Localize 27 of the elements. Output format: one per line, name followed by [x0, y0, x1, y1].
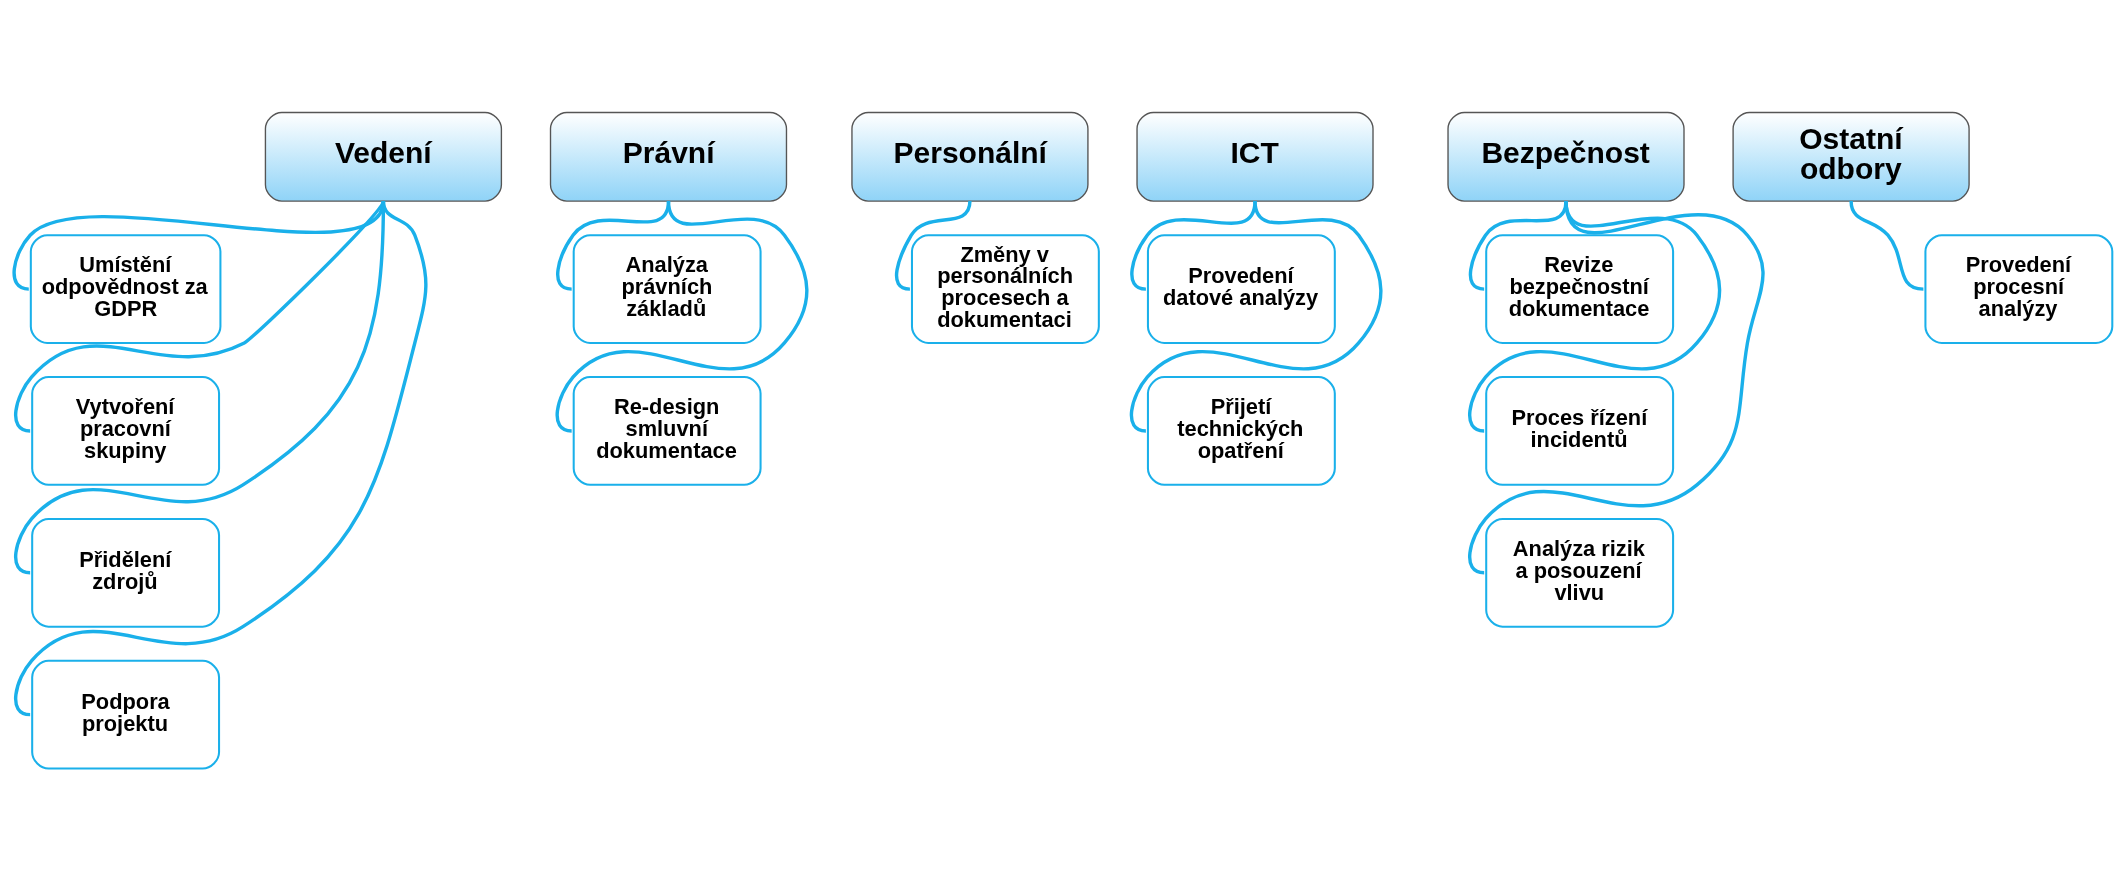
node-box: Přijetí technických opatření: [1146, 376, 1336, 486]
node-box: Revize bezpečnostní dokumentace: [1485, 234, 1675, 344]
node-box: Provedení datové analýzy: [1146, 234, 1336, 344]
node-box: ICT: [1136, 111, 1374, 202]
node-box: Proces řízení incidentů: [1485, 376, 1675, 486]
connector: [1468, 200, 1765, 575]
node-box: Právní: [549, 111, 788, 202]
connector: [894, 200, 972, 291]
node-box: Analýza právních základů: [572, 234, 762, 344]
node-box: Analýza rizik a posouzení vlivu: [1485, 517, 1675, 628]
node-box: Vedení: [264, 111, 503, 202]
node-box: Bezpečnost: [1447, 111, 1685, 202]
node-box: Přidělení zdrojů: [31, 517, 221, 628]
connector: [1129, 200, 1383, 433]
connector: [1849, 200, 1924, 291]
node-box: Personální: [851, 111, 1089, 202]
node-box: Umístění odpovědnost za GDPR: [29, 234, 222, 344]
node-box: Podpora projektu: [31, 659, 221, 770]
node-box: Ostatní odbory: [1732, 111, 1970, 202]
connector: [555, 200, 809, 433]
node-box: Vytvoření pracovní skupiny: [31, 376, 221, 486]
connector: [14, 201, 386, 575]
node-box: Provedení procesní analýzy: [1924, 234, 2114, 344]
connector: [14, 200, 385, 433]
node-box: Re-design smluvní dokumentace: [572, 376, 762, 486]
node-box: Změny v personálních procesech a dokumentaci: [910, 234, 1100, 344]
connector: [14, 200, 428, 717]
